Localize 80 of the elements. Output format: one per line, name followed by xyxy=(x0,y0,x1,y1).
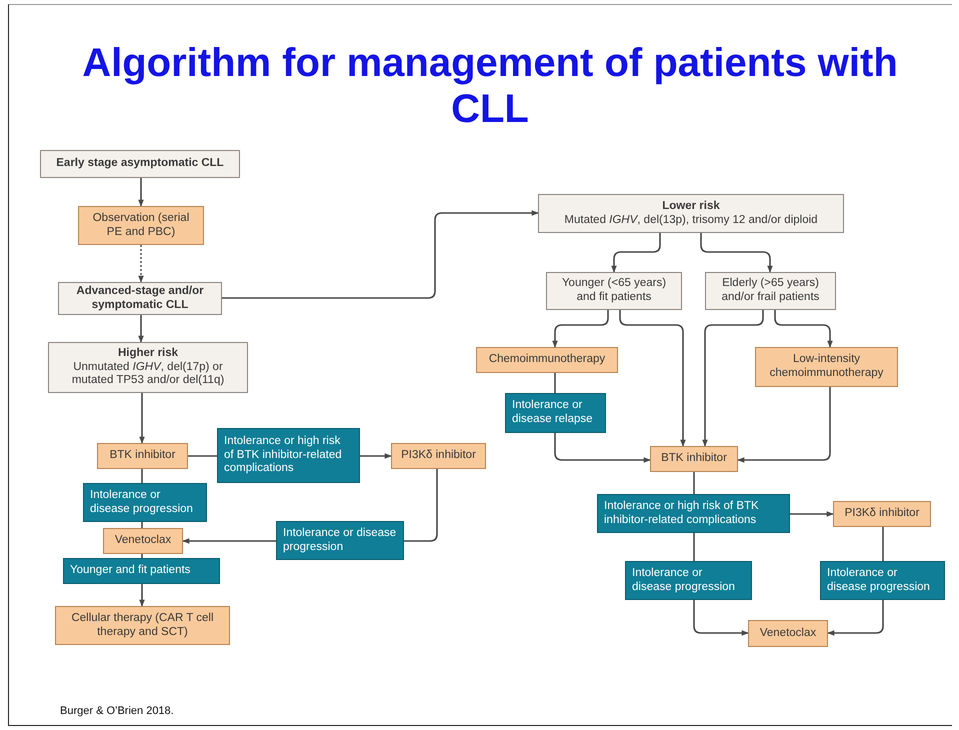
connector-line xyxy=(188,455,217,457)
arrow xyxy=(619,310,686,447)
arrow xyxy=(554,433,651,463)
arrow xyxy=(139,393,145,444)
connector-line xyxy=(882,527,884,561)
connector-line xyxy=(404,469,438,542)
arrow xyxy=(138,315,144,343)
box-text: BTK inhibitor xyxy=(661,452,727,466)
box-text: Intolerance or disease progression xyxy=(90,488,194,516)
treatment-box xyxy=(103,528,183,554)
connector-line xyxy=(554,373,556,393)
box-heading: Higher risk xyxy=(118,346,178,361)
box-text: Mutated IGHV, del(13p), trisomy 12 and/or diploid xyxy=(564,214,818,228)
treatment-box xyxy=(97,443,188,469)
condition-box xyxy=(217,428,360,483)
treatment-box xyxy=(391,443,486,469)
condition-box xyxy=(597,494,790,533)
box-text: Venetoclax xyxy=(114,534,172,548)
connector-line xyxy=(141,469,143,483)
box-text: Elderly (>65 years) and/or frail patients xyxy=(720,277,820,305)
box-text: Unmutated IGHV, del(17p) or mutated TP53 and/or del(11q) xyxy=(70,360,226,388)
box-text: Advanced-stage and/or symptomatic CLL xyxy=(75,284,205,312)
box-text: Intolerance or disease progression xyxy=(283,526,397,554)
condition-box xyxy=(625,561,752,600)
stage-box xyxy=(705,272,836,310)
box-text: PI3Kδ inhibitor xyxy=(844,507,920,521)
box-text: Early stage asymptomatic CLL xyxy=(56,157,224,171)
stage-box xyxy=(48,342,248,393)
box-text: Younger (<65 years) and fit patients xyxy=(560,277,668,305)
box-text: Younger and fit patients xyxy=(70,564,190,578)
treatment-box xyxy=(78,206,204,245)
connector-line xyxy=(141,554,143,558)
condition-box xyxy=(505,393,606,433)
box-text: Intolerance or high risk of BTK inhibitor-related complications xyxy=(224,434,343,476)
arrow xyxy=(693,600,749,636)
box-text: Low-intensity chemoimmunotherapy xyxy=(768,353,884,381)
box-text: Intolerance or disease progression xyxy=(827,566,931,594)
arrow xyxy=(139,584,145,607)
box-text: BTK inhibitor xyxy=(110,449,176,463)
connector-line xyxy=(141,522,143,528)
treatment-box xyxy=(833,501,931,527)
stage-box xyxy=(58,282,222,315)
box-text: Intolerance or disease relapse xyxy=(512,399,594,427)
condition-box xyxy=(83,483,207,522)
arrow xyxy=(611,233,661,273)
arrow xyxy=(552,310,609,348)
box-text: Cellular therapy (CAR T cell therapy and SCT) xyxy=(70,612,215,640)
arrow xyxy=(222,210,539,299)
arrow xyxy=(790,511,834,517)
arrow xyxy=(182,538,276,544)
arrow xyxy=(702,310,764,447)
box-text: Intolerance or high risk of BTK inhibitor-related complications xyxy=(604,500,760,528)
box-text: Observation (serial PE and PBC) xyxy=(92,212,190,240)
stage-box xyxy=(546,272,682,310)
arrow xyxy=(700,233,773,273)
arrow xyxy=(360,453,392,459)
connector-line xyxy=(693,533,695,561)
condition-box xyxy=(276,521,404,560)
slide-title: Algorithm for management of patients with CLL xyxy=(81,40,899,132)
arrow xyxy=(138,178,144,207)
connector-line xyxy=(693,472,695,494)
treatment-box xyxy=(55,606,230,645)
box-heading: Lower risk xyxy=(662,200,720,214)
treatment-box xyxy=(748,620,828,647)
source-citation: Burger & O’Brien 2018. xyxy=(60,705,174,717)
treatment-box xyxy=(476,347,618,373)
box-text: Chemoimmunotherapy xyxy=(488,353,606,367)
stage-box xyxy=(40,150,240,178)
condition-box xyxy=(63,558,220,584)
arrow xyxy=(138,245,144,283)
box-text: Venetoclax xyxy=(760,626,816,640)
treatment-box xyxy=(650,446,738,472)
arrow xyxy=(774,310,833,348)
box-text: Intolerance or disease progression xyxy=(632,566,736,594)
treatment-box xyxy=(755,347,898,387)
box-text: PI3Kδ inhibitor xyxy=(401,449,476,463)
stage-box xyxy=(538,194,844,233)
condition-box xyxy=(820,561,945,600)
arrow xyxy=(827,600,884,636)
arrow xyxy=(737,387,831,463)
